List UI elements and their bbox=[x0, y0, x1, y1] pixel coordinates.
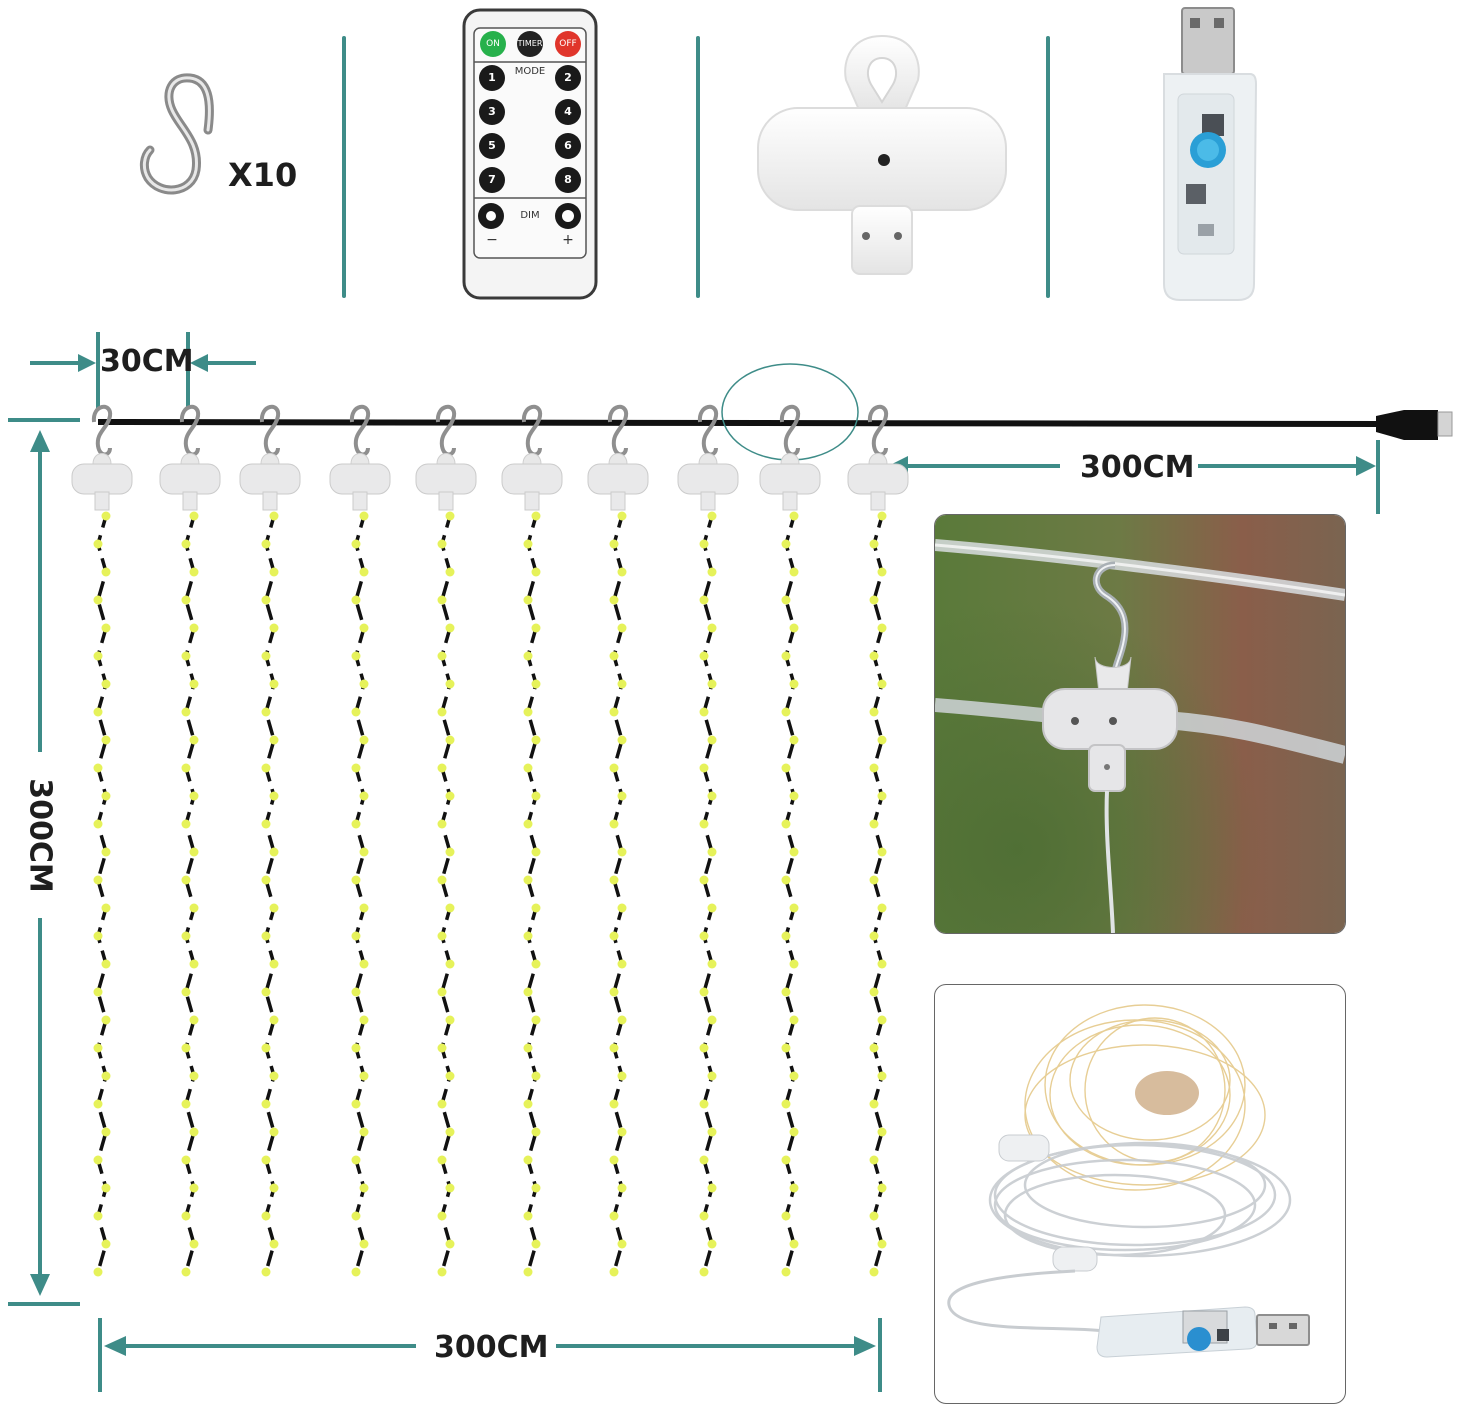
remote-timer-label: TIMER bbox=[517, 39, 543, 48]
curtain-width-dimension-label: 300CM bbox=[434, 1330, 549, 1365]
remote-control: ON TIMER OFF MODE 1 2 3 4 5 6 7 8 DIM − … bbox=[462, 8, 598, 300]
light-strand bbox=[415, 405, 477, 1277]
remote-button-8: 8 bbox=[564, 173, 572, 186]
divider bbox=[1046, 36, 1050, 298]
divider bbox=[696, 36, 700, 298]
clip-icon bbox=[239, 463, 301, 495]
light-strand bbox=[71, 405, 133, 1277]
remote-button-3: 3 bbox=[488, 105, 496, 118]
product-coil-image bbox=[947, 1004, 1310, 1358]
usb-controller-icon bbox=[1163, 7, 1258, 301]
remote-dim-label: DIM bbox=[520, 210, 540, 221]
hook-icon bbox=[521, 405, 543, 457]
clip-icon bbox=[677, 463, 739, 495]
clip-icon bbox=[501, 463, 563, 495]
hook-icon bbox=[867, 405, 889, 457]
clip-icon bbox=[329, 463, 391, 495]
clip-icon bbox=[847, 463, 909, 495]
remote-control-icon bbox=[462, 8, 598, 300]
s-hook-icon bbox=[139, 73, 214, 195]
clip-icon bbox=[587, 463, 649, 495]
light-strand bbox=[677, 405, 739, 1277]
remote-mode-label: MODE bbox=[514, 66, 546, 77]
clip-icon bbox=[71, 463, 133, 495]
hanger-clip-icon bbox=[757, 34, 1007, 275]
remote-button-4: 4 bbox=[564, 105, 572, 118]
light-strand bbox=[329, 405, 391, 1277]
light-strand bbox=[759, 405, 821, 1277]
light-strand bbox=[847, 405, 909, 1277]
hook-icon bbox=[607, 405, 629, 457]
remote-minus-label: − bbox=[486, 232, 498, 248]
clip-icon bbox=[759, 463, 821, 495]
remote-button-2: 2 bbox=[564, 71, 572, 84]
divider bbox=[342, 36, 346, 298]
cable-length-dimension-label: 300CM bbox=[1080, 450, 1195, 485]
hook-icon bbox=[697, 405, 719, 457]
remote-button-7: 7 bbox=[488, 173, 496, 186]
hook-icon bbox=[259, 405, 281, 457]
light-strand bbox=[239, 405, 301, 1277]
hook-count-label: X10 bbox=[228, 156, 298, 194]
clip-icon bbox=[159, 463, 221, 495]
spacing-dimension-label: 30CM bbox=[100, 344, 194, 379]
hook-icon bbox=[779, 405, 801, 457]
hook-icon bbox=[179, 405, 201, 457]
remote-on-label: ON bbox=[486, 39, 500, 49]
remote-plus-label: + bbox=[562, 232, 574, 248]
product-coil-photo bbox=[934, 984, 1346, 1404]
light-strand bbox=[159, 405, 221, 1277]
remote-button-1: 1 bbox=[488, 71, 496, 84]
light-strand bbox=[587, 405, 649, 1277]
clip-icon bbox=[415, 463, 477, 495]
clip-closeup-image bbox=[935, 515, 1345, 933]
clip-closeup-photo bbox=[934, 514, 1346, 934]
s-hook-group: X10 bbox=[120, 60, 320, 210]
remote-button-5: 5 bbox=[488, 139, 496, 152]
remote-off-label: OFF bbox=[559, 39, 577, 49]
curtain-height-dimension-label: 300CM bbox=[22, 778, 58, 893]
remote-button-6: 6 bbox=[564, 139, 572, 152]
light-strand bbox=[501, 405, 563, 1277]
hook-icon bbox=[349, 405, 371, 457]
hook-icon bbox=[91, 405, 113, 457]
hook-icon bbox=[435, 405, 457, 457]
